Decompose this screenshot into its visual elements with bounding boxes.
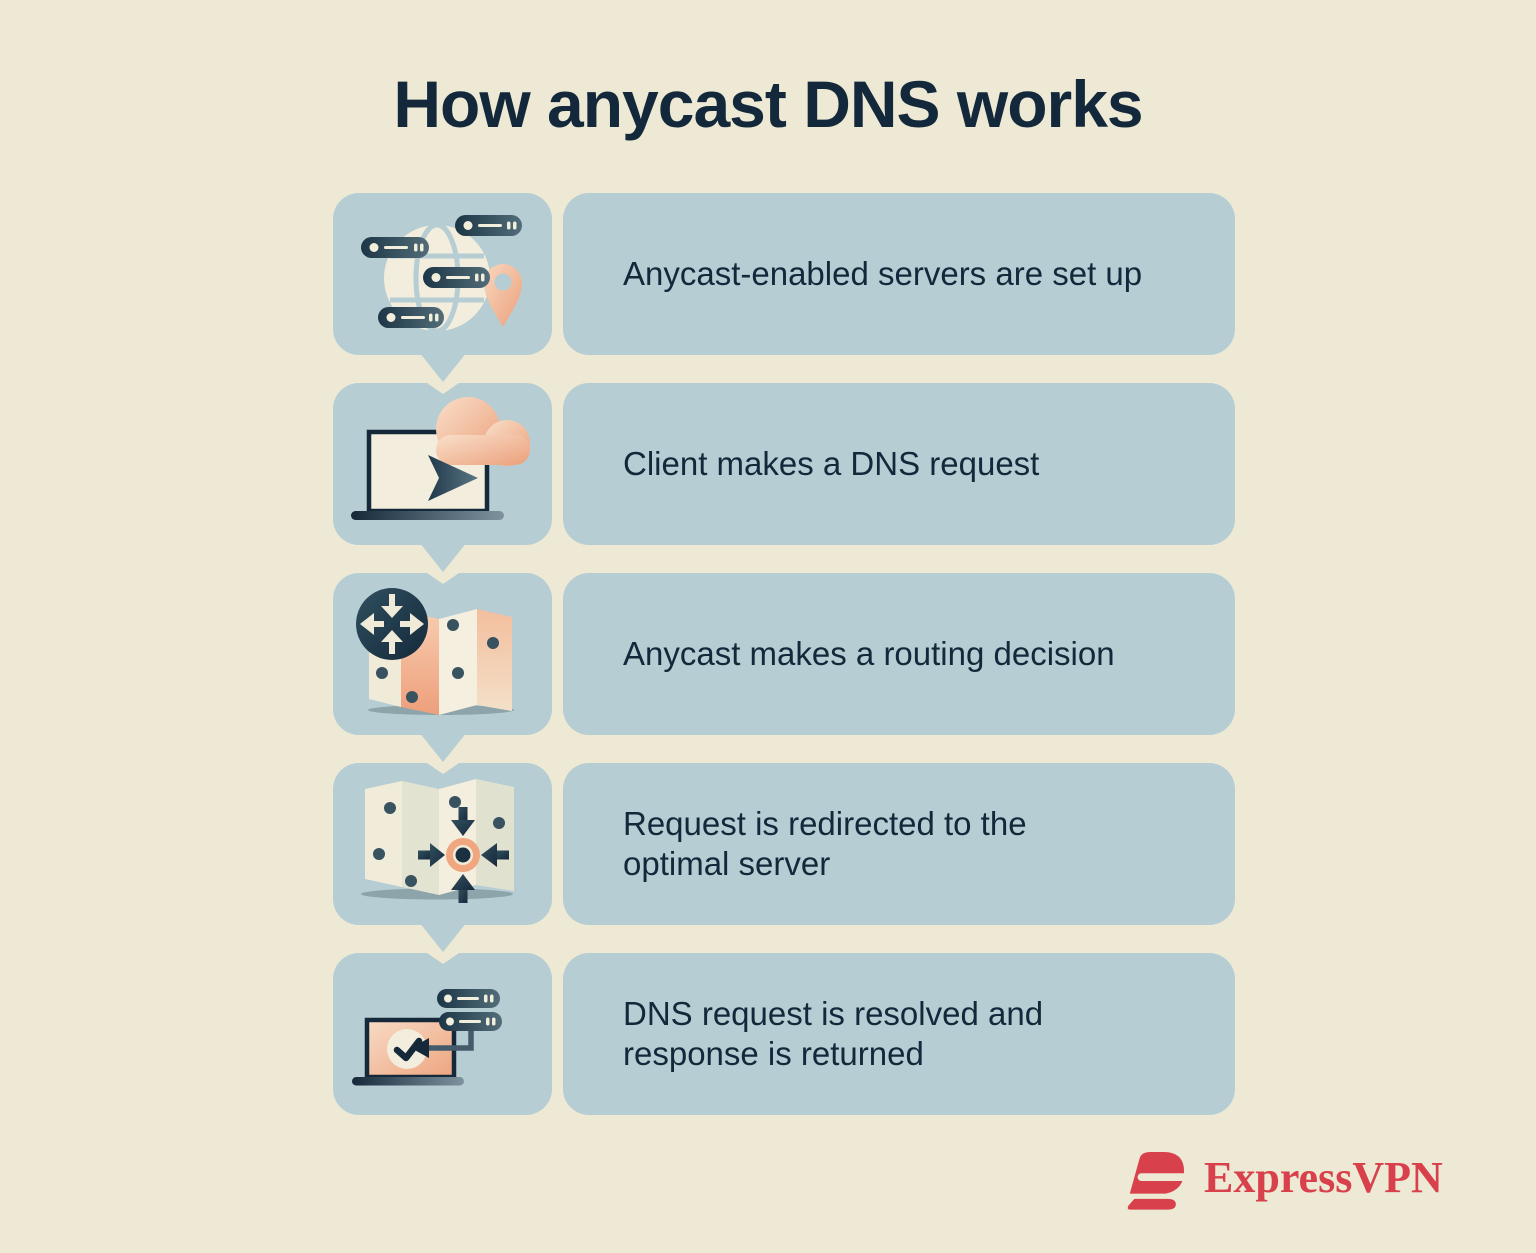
bubble-tail <box>419 922 467 952</box>
bubble-notch <box>427 763 459 774</box>
step-icon-bubble <box>333 573 552 735</box>
page-title: How anycast DNS works <box>393 67 1143 141</box>
bubble-tail <box>419 542 467 572</box>
bubble-notch <box>427 573 459 584</box>
expressvpn-logomark-icon <box>1124 1151 1186 1212</box>
step-icon-bubble <box>333 953 552 1115</box>
laptop-response-icon <box>352 989 502 1086</box>
bubble-tail <box>419 732 467 762</box>
step-label: Client makes a DNS request <box>623 445 1040 482</box>
globe-servers-icon <box>361 215 522 334</box>
map-target-icon <box>361 779 514 903</box>
step-icon-bubble <box>333 193 552 355</box>
step-text-box: Anycast makes a routing decision <box>563 573 1235 735</box>
laptop-dns-request-icon <box>351 397 530 520</box>
step-text-box: Anycast-enabled servers are set up <box>563 193 1235 355</box>
map-router-icon <box>356 588 514 715</box>
step-label: Anycast makes a routing decision <box>623 635 1115 672</box>
step-icon-bubble <box>333 383 552 545</box>
bubble-tail <box>419 352 467 382</box>
brand-wordmark: ExpressVPN <box>1204 1153 1443 1202</box>
step-text-box: Client makes a DNS request <box>563 383 1235 545</box>
bubble-notch <box>427 383 459 394</box>
step-label: Anycast-enabled servers are set up <box>623 255 1143 292</box>
bubble-notch <box>427 953 459 964</box>
step-icon-bubble <box>333 763 552 925</box>
